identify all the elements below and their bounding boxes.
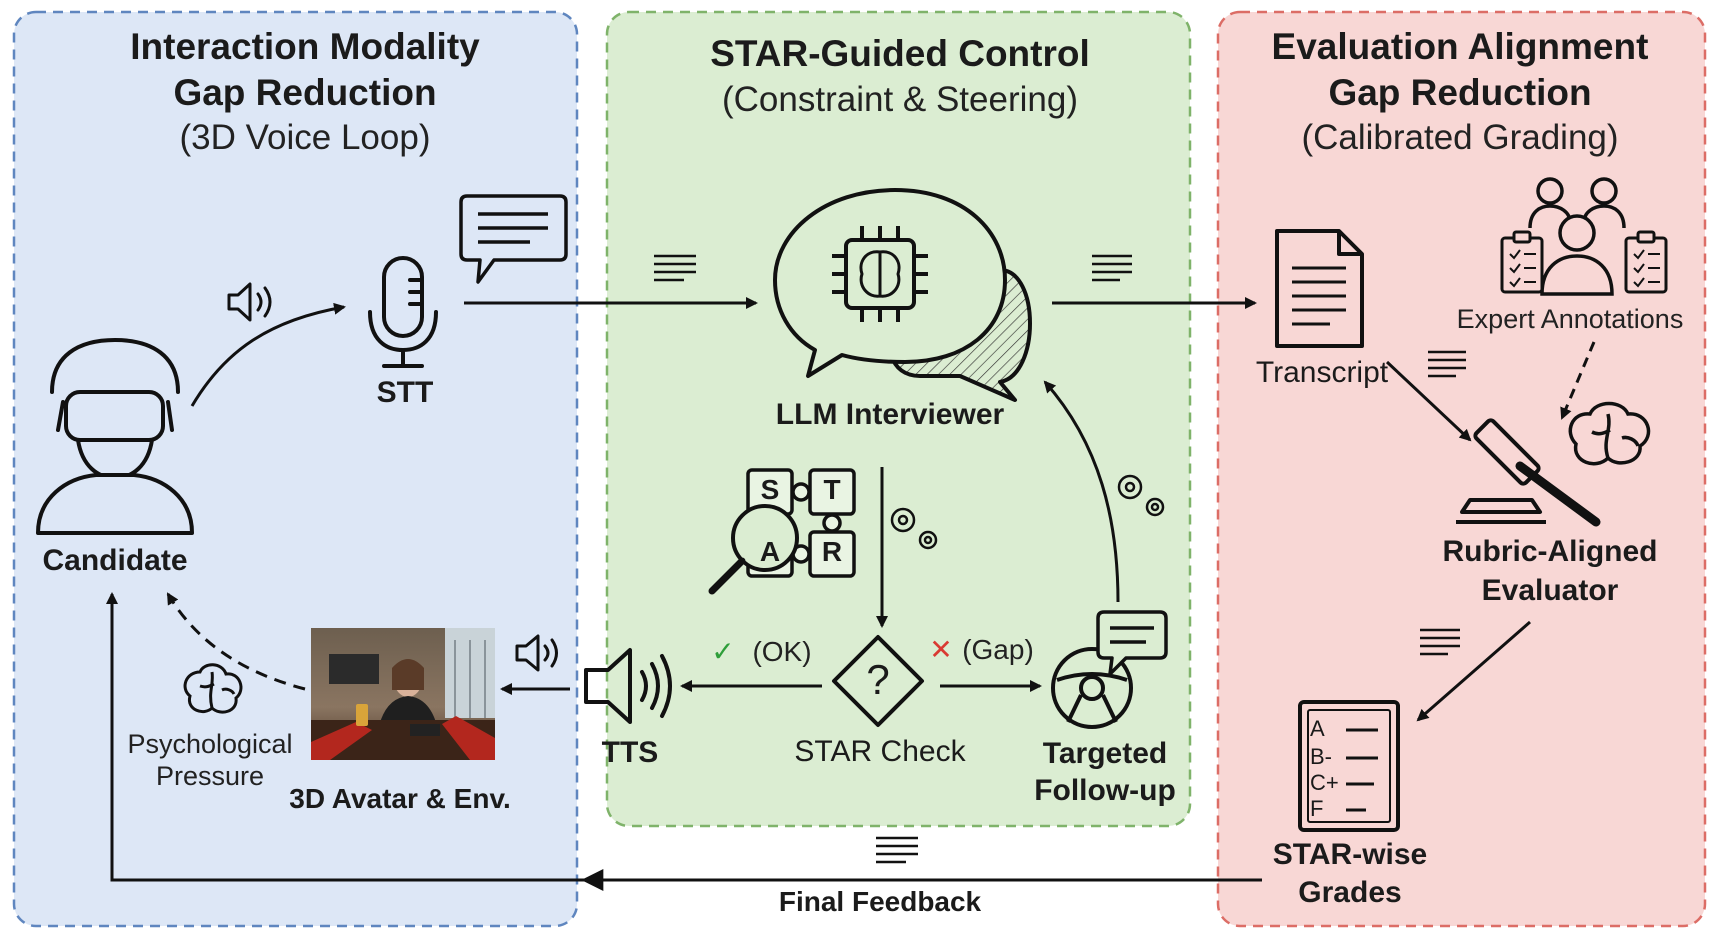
middle-panel-title: STAR-Guided Control <box>710 33 1090 74</box>
clipboard-icon <box>1624 230 1668 294</box>
tts-label: TTS <box>601 736 659 769</box>
gavel-icon <box>1456 418 1601 527</box>
text-lines-icon <box>1420 628 1460 656</box>
diamond-question-icon <box>832 635 924 727</box>
text-lines-icon <box>1092 254 1132 282</box>
text-lines-icon <box>1428 350 1466 378</box>
grade-letter: C+ <box>1310 770 1339 795</box>
document-icon <box>1275 229 1364 348</box>
arrow-experts-to-evaluator <box>1560 341 1596 420</box>
brain-icon <box>1568 401 1651 466</box>
followup-label-line2: Follow-up <box>1034 774 1176 807</box>
left-panel-subtitle: (3D Voice Loop) <box>179 118 431 157</box>
middle-panel-subtitle: (Constraint & Steering) <box>722 80 1078 119</box>
right-panel-subtitle: (Calibrated Grading) <box>1301 118 1619 157</box>
right-panel-title-line1: Evaluation Alignment <box>1271 26 1649 67</box>
evaluator-label-line2: Evaluator <box>1481 574 1619 607</box>
expert-annotations-label: Expert Annotations <box>1456 304 1684 334</box>
left-panel-title-line1: Interaction Modality <box>130 26 480 67</box>
ai-brain-chip-icon <box>773 188 1032 402</box>
text-lines-icon <box>654 254 696 282</box>
transcript-label: Transcript <box>1255 356 1389 389</box>
gap-branch-label: (Gap) <box>962 634 1034 665</box>
arrow-candidate-to-stt <box>190 302 346 407</box>
followup-label-line1: Targeted <box>1042 737 1168 770</box>
chat-bubble-icon <box>459 194 568 284</box>
grades-label-line2: Grades <box>1298 876 1402 909</box>
right-panel-title-line2: Gap Reduction <box>1328 72 1592 113</box>
stt-label: STT <box>376 376 434 409</box>
check-mark-icon: ✓ <box>711 636 735 667</box>
speaker-icon <box>227 282 272 322</box>
final-feedback-label: Final Feedback <box>778 886 982 917</box>
speaker-icon <box>515 634 558 672</box>
speaker-icon <box>584 648 672 724</box>
candidate-label: Candidate <box>42 544 188 577</box>
arrow-followup-to-llm <box>1043 380 1120 603</box>
expert-group-icon <box>1528 177 1626 296</box>
grades-label-line1: STAR-wise <box>1272 838 1428 871</box>
llm-interviewer-label: LLM Interviewer <box>775 398 1005 431</box>
clipboard-icon <box>1500 230 1544 294</box>
question-mark-icon: ? <box>866 656 890 703</box>
left-panel-title-line2: Gap Reduction <box>173 72 437 113</box>
star-check-label: STAR Check <box>794 735 966 768</box>
text-lines-icon <box>876 836 918 864</box>
avatar-scene-image <box>311 628 495 760</box>
chat-bubble-icon <box>1096 610 1168 676</box>
pressure-label-line1: Psychological <box>127 729 293 759</box>
grade-letter: A <box>1310 716 1325 741</box>
grade-letter: F <box>1310 796 1324 821</box>
arrow-evaluator-to-grades <box>1416 620 1531 722</box>
star-letter-a: A <box>759 536 781 567</box>
pressure-label-line2: Pressure <box>155 761 265 791</box>
arrow-transcript-to-evaluator <box>1385 360 1472 442</box>
brain-icon <box>183 663 243 714</box>
magnifier-icon <box>708 504 799 595</box>
grade-sheet-icon <box>1298 700 1400 832</box>
middle-panel <box>605 10 1192 828</box>
cross-mark-icon: ✕ <box>929 634 953 665</box>
star-letter-t: T <box>823 474 841 505</box>
arrow-pressure-to-candidate <box>166 592 306 691</box>
avatar-label: 3D Avatar & Env. <box>289 783 511 814</box>
ok-branch-label: (OK) <box>752 636 812 667</box>
grade-letter: B- <box>1310 744 1332 769</box>
steering-wheel-icon <box>1051 647 1133 729</box>
star-letter-r: R <box>821 536 843 567</box>
microphone-icon <box>368 256 438 368</box>
gears-icon <box>890 507 938 550</box>
evaluator-label-line1: Rubric-Aligned <box>1442 535 1658 568</box>
vr-headset-user-icon <box>36 338 194 535</box>
gears-icon <box>1117 474 1165 517</box>
star-letter-s: S <box>760 474 780 505</box>
